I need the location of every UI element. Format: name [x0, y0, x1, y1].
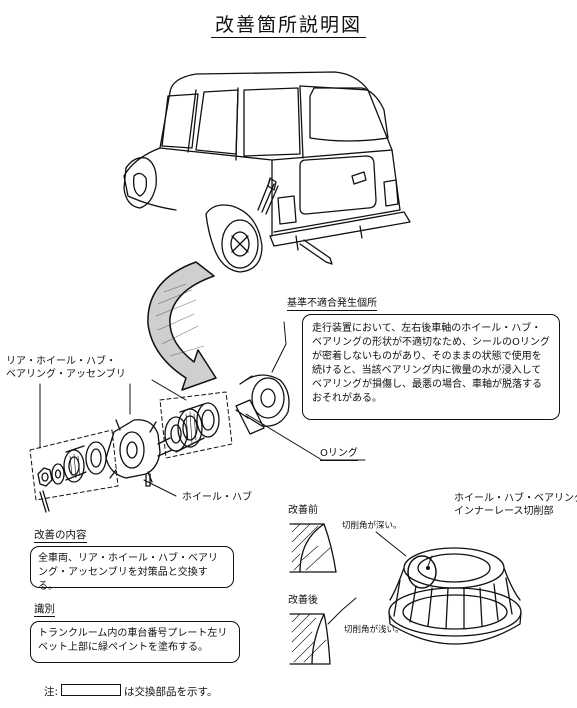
- improvement-box: 全車両、リア・ホイール・ハブ・ベアリング・アッセンブリを対策品と交換する。: [30, 546, 234, 592]
- label-deep: 切削角が深い。: [342, 521, 402, 531]
- label-hub: ホイール・ハブ: [182, 492, 252, 503]
- label-noncompliance: 基準不適合発生個所: [287, 298, 377, 311]
- note: 注: は交換部品を示す。: [44, 684, 218, 698]
- replacement-part-box: [61, 684, 122, 696]
- label-cut-area: ホイール・ハブ・ベアリング インナーレース切削部: [454, 493, 577, 517]
- car-illustration: [123, 71, 411, 273]
- note-suffix: は交換部品を示す。: [124, 686, 218, 698]
- label-after: 改善後: [288, 595, 318, 606]
- description-box: 走行装置において、左右後車軸のホイール・ハブ・ベアリングの形状が不適切なため、シ…: [302, 314, 560, 420]
- note-prefix: 注:: [44, 686, 59, 698]
- identification-text: トランクルーム内の車台番号プレート左リベット上部に緑ペイントを塗布する。: [38, 628, 228, 653]
- hub-assembly: [37, 374, 290, 513]
- page-title: 改善箇所説明図: [0, 10, 577, 38]
- label-before: 改善前: [288, 505, 318, 516]
- label-oring: Oリング: [320, 448, 358, 461]
- curved-arrow: [147, 261, 217, 391]
- improvement-text: 全車両、リア・ホイール・ハブ・ベアリング・アッセンブリを対策品と交換する。: [38, 553, 218, 592]
- label-shallow: 切削角が浅い。: [344, 625, 404, 635]
- before-cross-section: [289, 523, 337, 573]
- inner-race-bearing: [388, 547, 522, 645]
- improvement-heading: 改善の内容: [34, 529, 87, 543]
- identification-box: トランクルーム内の車台番号プレート左リベット上部に緑ペイントを塗布する。: [30, 621, 240, 663]
- description-text: 走行装置において、左右後車軸のホイール・ハブ・ベアリングの形状が不適切なため、シ…: [312, 323, 550, 404]
- after-cross-section: [289, 613, 331, 665]
- label-assembly: リア・ホイール・ハブ・ ベアリング・アッセンブリ: [6, 356, 126, 380]
- identification-heading: 識別: [34, 603, 55, 617]
